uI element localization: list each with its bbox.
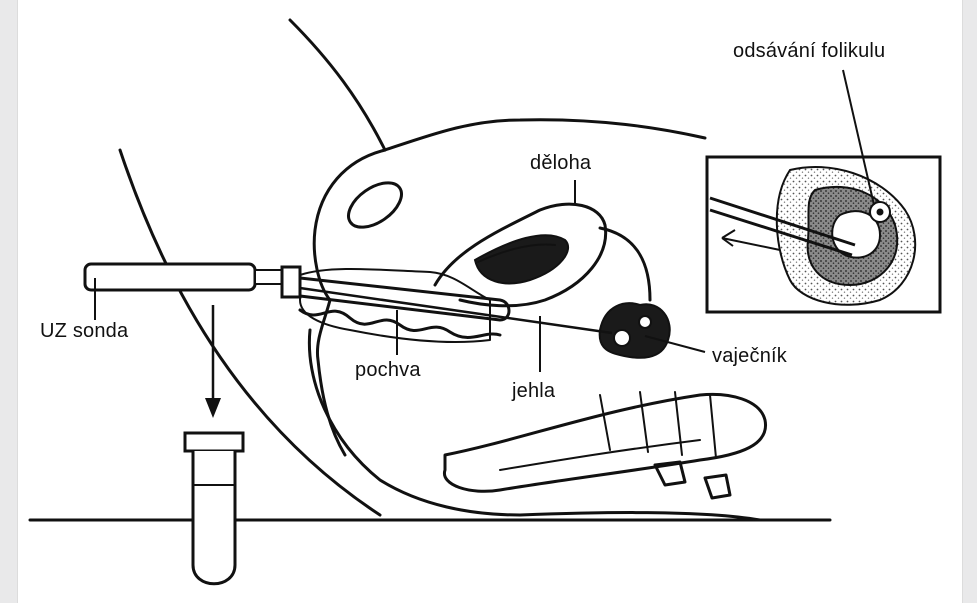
- bladder-shape: [341, 174, 410, 236]
- body-outline-back: [290, 20, 385, 150]
- label-odsavani: odsávání folikulu: [733, 40, 885, 62]
- probe-guide: [282, 267, 300, 297]
- probe-handle: [85, 264, 255, 290]
- fallopian-tube: [600, 228, 650, 300]
- tailbone-piece-2: [705, 475, 730, 498]
- label-deloha: děloha: [530, 152, 592, 174]
- label-vajecnik: vaječník: [712, 345, 788, 367]
- test-tube-cap: [185, 433, 243, 451]
- label-pochva: pochva: [355, 359, 421, 381]
- ovary-follicle-2: [639, 316, 651, 328]
- test-tube-body: [193, 451, 235, 584]
- vagina-wall: [300, 310, 500, 337]
- label-uz-sonda: UZ sonda: [40, 320, 129, 342]
- body-outline-front: [120, 150, 380, 515]
- ovary-shape: [600, 303, 670, 358]
- label-jehla: jehla: [511, 380, 556, 402]
- down-arrow-icon: [205, 398, 221, 418]
- ovary-follicle-1: [614, 330, 630, 346]
- inset-egg-inner: [877, 209, 884, 216]
- uterus-cavity: [475, 235, 568, 283]
- abdomen-contour: [385, 120, 705, 150]
